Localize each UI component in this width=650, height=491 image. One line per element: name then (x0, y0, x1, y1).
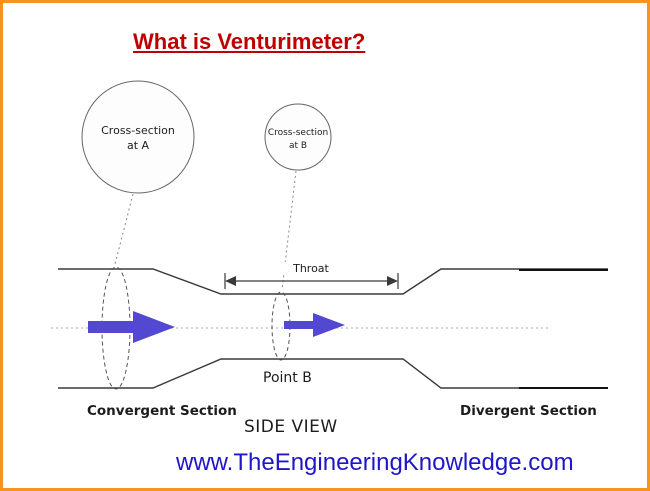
cross-section-circle-a (81, 80, 195, 194)
venturimeter-diagram (51, 80, 608, 390)
point-b-label: Point B (263, 370, 312, 386)
cross-section-a-line1: Cross-section (101, 124, 175, 137)
cross-section-a-label: Cross-section at A (82, 123, 194, 154)
cross-section-a-line2: at A (126, 139, 150, 153)
convergent-section-label: Convergent Section (87, 403, 237, 419)
divergent-section-label: Divergent Section (460, 403, 597, 419)
flow-arrow-inlet-icon (88, 311, 175, 343)
throat-label: Throat (273, 262, 349, 275)
flow-arrow-throat-icon (284, 313, 345, 337)
cross-section-b-label: Cross-section at B (265, 127, 331, 152)
pipe-bottom-outline (58, 358, 608, 389)
cross-section-circle-b (264, 103, 332, 171)
leader-line-a (114, 193, 134, 265)
page-title: What is Venturimeter? (133, 29, 366, 54)
website-link[interactable]: www.TheEngineeringKnowledge.com (176, 449, 574, 476)
throat-dimension-arrow (224, 273, 399, 289)
side-view-label: SIDE VIEW (244, 417, 338, 437)
cross-section-b-line2: at B (288, 140, 308, 151)
cross-section-b-line1: Cross-section (267, 128, 329, 138)
pipe-top-outline (58, 268, 608, 295)
